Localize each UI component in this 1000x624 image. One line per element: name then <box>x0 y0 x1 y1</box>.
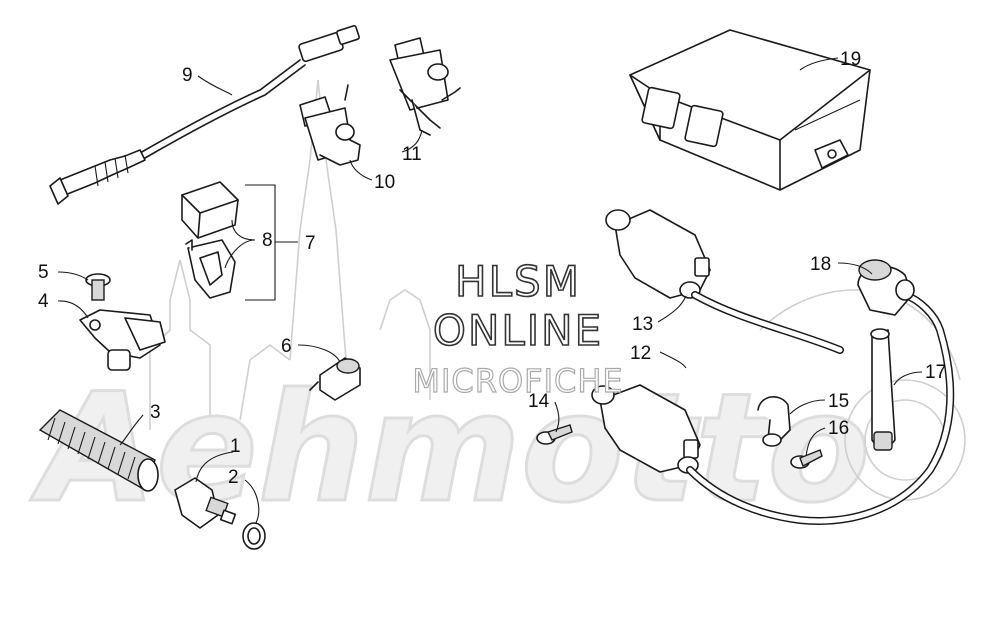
callout-7: 7 <box>305 233 316 254</box>
brand-logo-watermark: Aehmotto <box>30 362 870 536</box>
callout-4: 4 <box>38 291 49 312</box>
part-7-relay-holder <box>185 239 236 299</box>
callout-8: 8 <box>262 230 273 251</box>
part-5-screw <box>85 273 111 301</box>
part-3-corrugated-sleeve <box>38 409 159 492</box>
callout-5: 5 <box>38 262 49 283</box>
part-8-relay <box>181 181 239 239</box>
part-18-plug-cap-angled <box>857 259 915 316</box>
callout-6: 6 <box>281 336 292 357</box>
callout-17: 17 <box>925 362 946 383</box>
callout-3: 3 <box>150 402 161 423</box>
callout-9: 9 <box>182 65 193 86</box>
callout-14: 14 <box>528 391 550 412</box>
callout-16: 16 <box>828 418 849 439</box>
callout-2: 2 <box>228 467 239 488</box>
leader-lines <box>57 57 923 524</box>
part-9-oxygen-sensor <box>49 24 360 205</box>
part-16-screw <box>790 449 823 469</box>
callout-18: 18 <box>810 254 831 275</box>
callout-19: 19 <box>840 49 861 70</box>
callout-10: 10 <box>374 172 395 193</box>
watermark-online: ONLINE <box>433 306 603 355</box>
callout-15: 15 <box>828 391 849 412</box>
part-17-spark-plug-cap <box>870 328 896 451</box>
callout-11: 11 <box>402 144 422 165</box>
part-13-ignition-coil <box>605 209 844 354</box>
watermark-microfiche: MICROFICHE <box>412 362 623 400</box>
part-11-solenoid-valve <box>389 37 461 136</box>
part-12-ignition-coil <box>591 291 955 525</box>
callout-13: 13 <box>632 314 653 335</box>
part-19-ecu <box>629 29 871 191</box>
callout-labels: 1 2 3 4 5 6 7 8 9 10 11 12 13 14 15 16 1… <box>38 49 946 488</box>
center-watermark: HLSM ONLINE MICROFICHE <box>412 256 623 400</box>
callout-1: 1 <box>230 436 241 457</box>
part-6-pressure-switch <box>309 357 361 401</box>
part-1-temperature-sensor <box>174 477 237 529</box>
part-4-map-sensor <box>79 309 166 371</box>
part-15-cable-clamp <box>757 396 791 447</box>
part-2-washer <box>242 522 266 550</box>
part-10-solenoid-bracket <box>299 84 361 166</box>
callout-12: 12 <box>630 343 651 364</box>
part-14-bolt <box>536 424 573 445</box>
watermark-hlsm: HLSM <box>455 257 581 306</box>
